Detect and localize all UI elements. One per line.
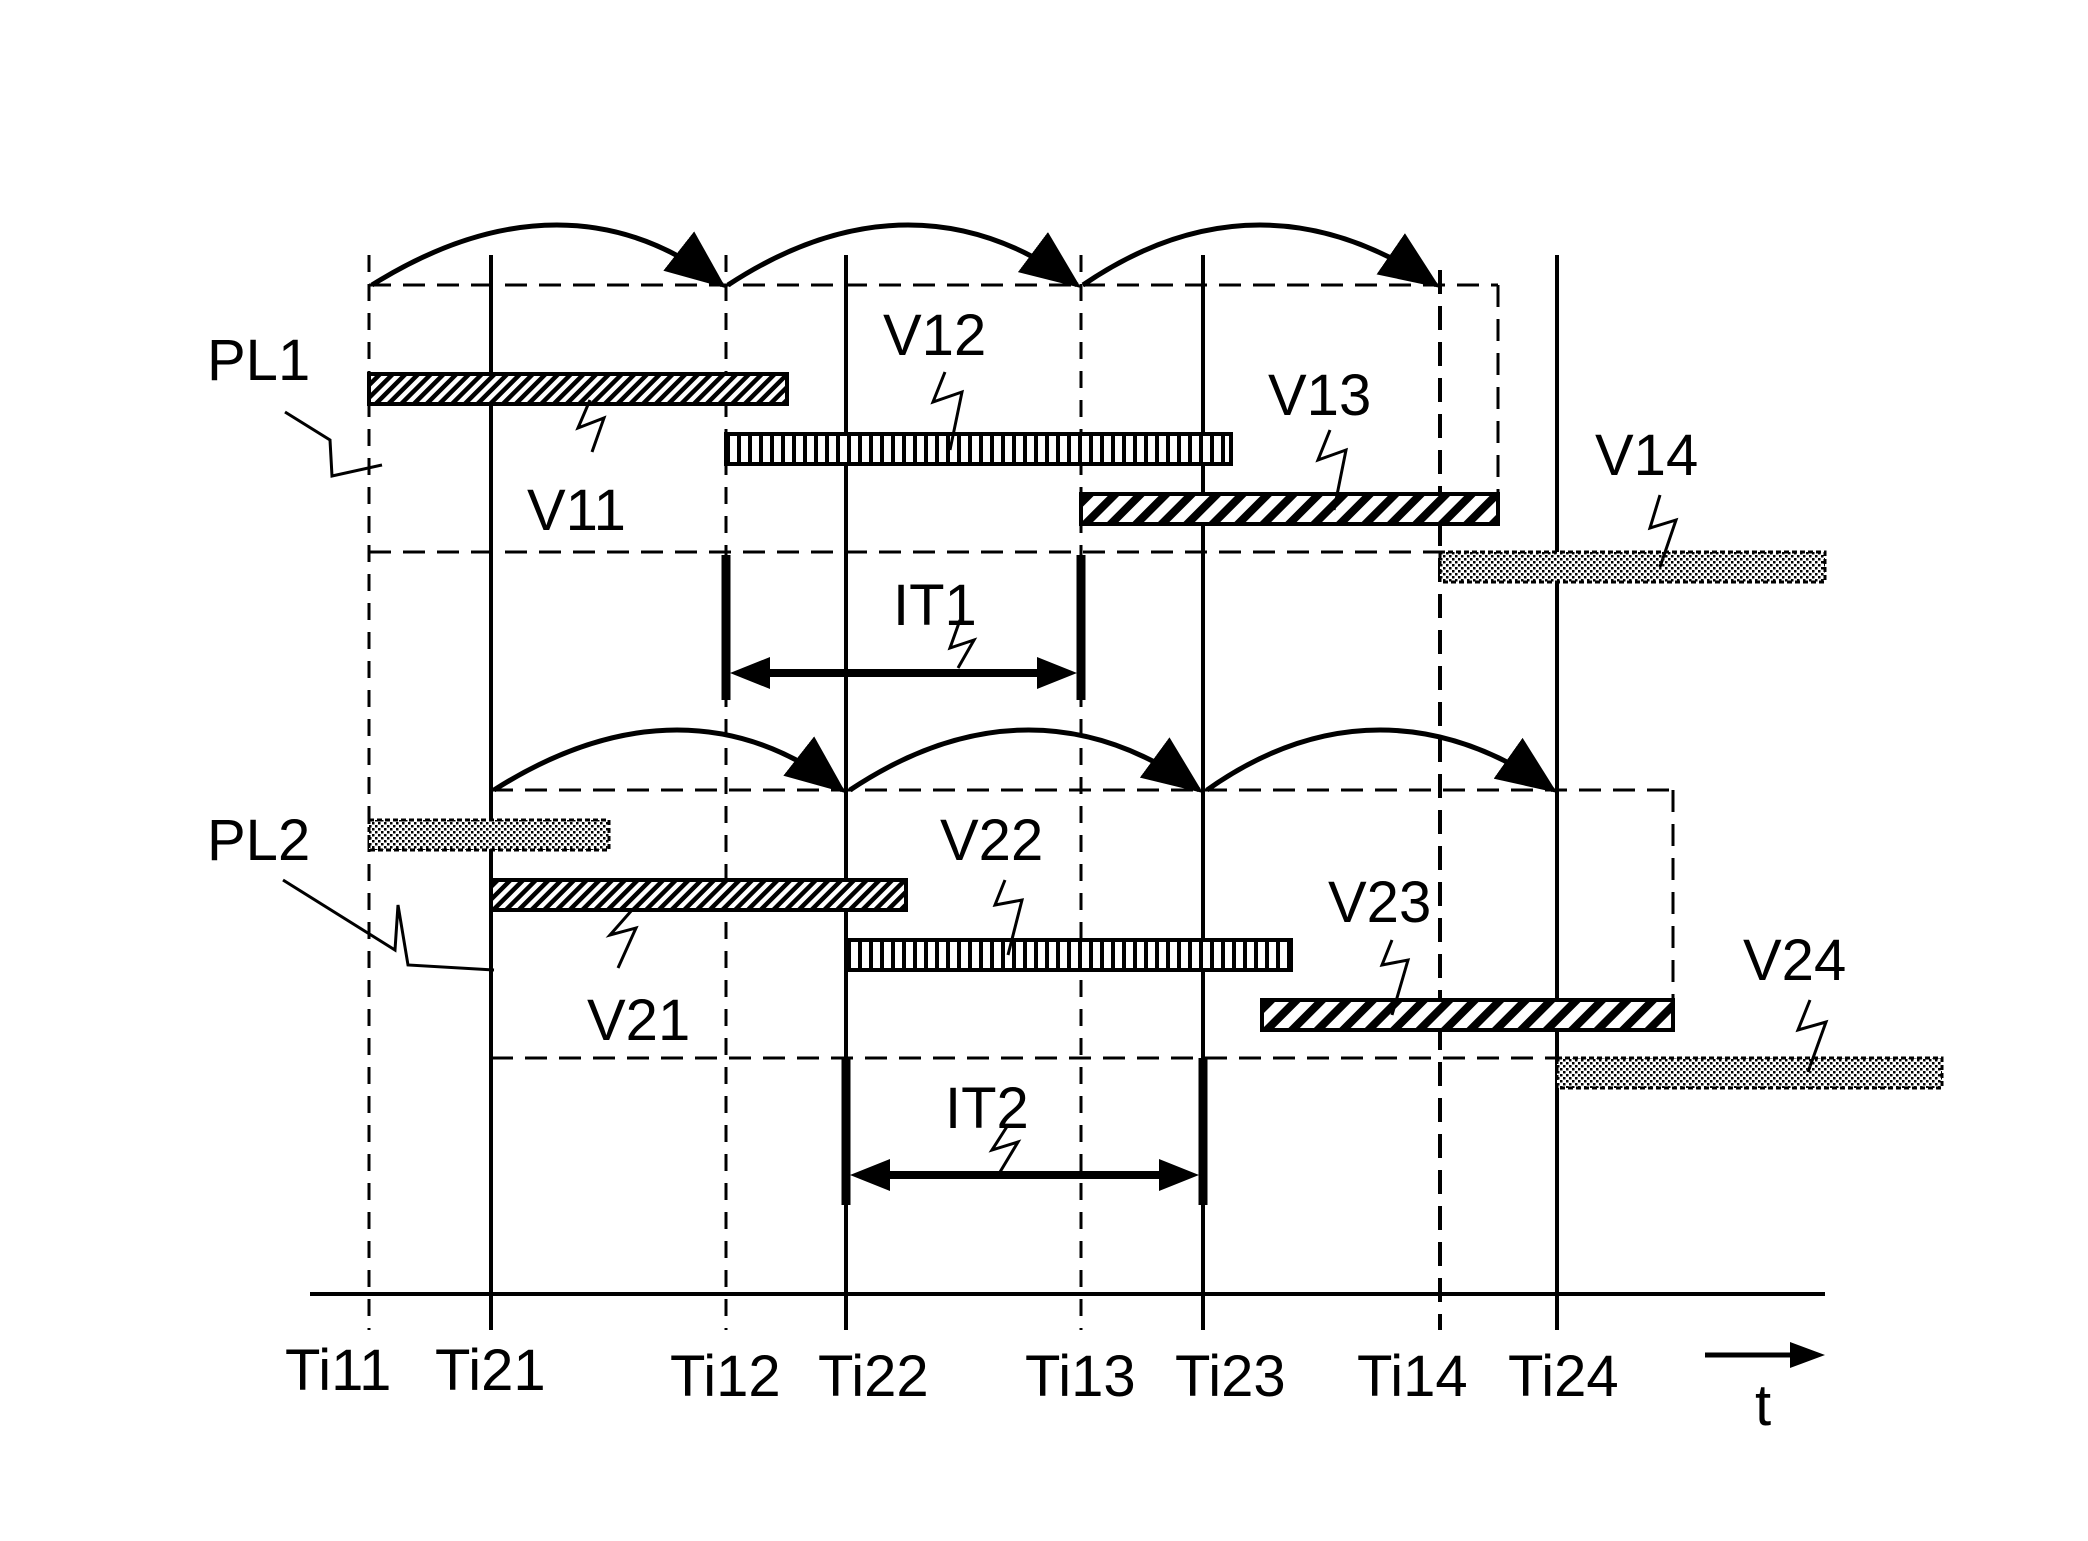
label-v13: V13: [1268, 363, 1371, 428]
cycle-arrow: [372, 225, 722, 285]
leader-pl1: [285, 412, 382, 476]
tick-label-ti12: Ti12: [670, 1344, 781, 1409]
leader-v11: [578, 400, 604, 452]
tick-label-ti24: Ti24: [1508, 1344, 1619, 1409]
tick-label-ti22: Ti22: [818, 1344, 929, 1409]
time-tick-labels: Ti11 Ti21 Ti12 Ti22 Ti13 Ti23 Ti14 Ti24: [285, 1338, 1619, 1409]
leader-pl2: [283, 880, 494, 970]
label-it1: IT1: [893, 573, 977, 638]
pl1-cycle-arrows: [372, 225, 1436, 285]
cycle-arrow: [728, 225, 1077, 285]
label-v11: V11: [527, 478, 626, 543]
bar-v11: [369, 374, 787, 404]
bar-v21: [491, 880, 906, 910]
label-v24: V24: [1743, 928, 1846, 993]
label-v23: V23: [1328, 870, 1431, 935]
bar-v14: [1440, 552, 1825, 582]
cycle-arrow: [494, 730, 842, 790]
cycle-arrow: [850, 730, 1199, 790]
label-pl2: PL2: [207, 808, 310, 873]
cycle-arrow: [1207, 730, 1553, 790]
bar-v14-prev: [369, 820, 609, 850]
tick-label-ti21: Ti21: [435, 1338, 546, 1403]
tick-label-ti13: Ti13: [1025, 1344, 1136, 1409]
leader-v21: [610, 910, 636, 968]
time-gridlines: [369, 255, 1557, 1330]
cycle-arrow: [1083, 225, 1436, 285]
tick-label-ti11: Ti11: [285, 1338, 391, 1403]
label-it2: IT2: [945, 1076, 1029, 1141]
label-pl1: PL1: [207, 328, 310, 393]
label-v14: V14: [1595, 423, 1698, 488]
bar-v12: [726, 434, 1231, 464]
bar-v24: [1557, 1058, 1942, 1088]
axis-label-t: t: [1755, 1373, 1771, 1438]
bar-v23: [1262, 1000, 1673, 1030]
tick-label-ti14: Ti14: [1357, 1344, 1468, 1409]
bar-v13: [1081, 494, 1498, 524]
label-v21: V21: [587, 988, 690, 1053]
tick-label-ti23: Ti23: [1175, 1344, 1286, 1409]
label-v12: V12: [883, 303, 986, 368]
label-v22: V22: [940, 808, 1043, 873]
bar-v22: [846, 940, 1291, 970]
time-direction-arrow: [1705, 1342, 1825, 1368]
pl2-cycle-arrows: [494, 730, 1553, 790]
